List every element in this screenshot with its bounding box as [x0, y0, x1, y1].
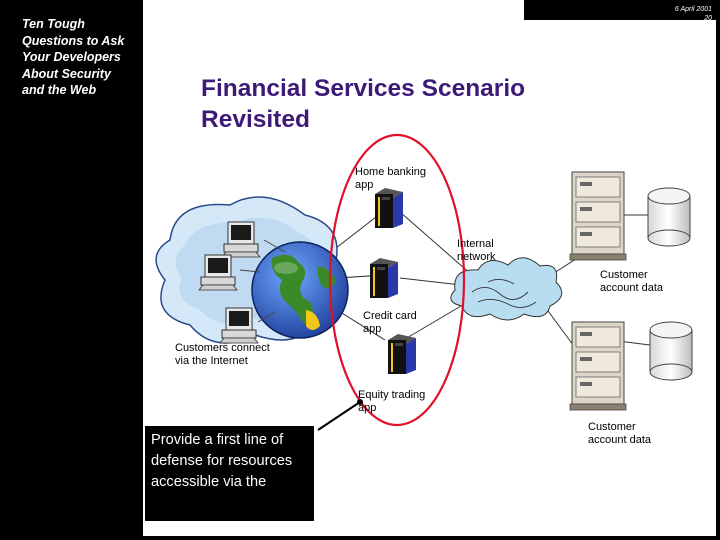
home-banking-label: Home banking app [355, 166, 426, 191]
computer-icon [219, 307, 259, 344]
database-icon [647, 187, 691, 247]
computer-icon [221, 221, 261, 258]
slide-date: 6 April 2001 20 [674, 6, 712, 22]
internal-network-cloud [450, 257, 563, 321]
callout-pointer [317, 401, 361, 431]
customer-account-data-label-1: Customer account data [600, 269, 663, 294]
equity-trading-label: Equity trading app [358, 389, 426, 414]
customers-connect-label: Customers connect via the Internet [175, 342, 270, 367]
sidebar-title: Ten Tough Questions to Ask Your Develope… [22, 17, 125, 97]
credit-card-server-icon [370, 258, 398, 298]
equity-trading-server-icon [388, 334, 416, 374]
highlight-ellipse [328, 133, 466, 427]
sidebar: Ten Tough Questions to Ask Your Develope… [0, 0, 143, 540]
globe-icon [251, 241, 349, 339]
slide-title: Financial Services Scenario Revisited [201, 75, 526, 133]
server-rack-icon [569, 171, 627, 261]
callout-box: Provide a first line of defense for reso… [145, 426, 314, 521]
date-bar: 6 April 2001 20 [524, 0, 720, 22]
database-icon [649, 321, 693, 381]
credit-card-label: Credit card app [363, 310, 417, 335]
internal-network-label: Internal network [457, 238, 496, 263]
home-banking-server-icon [375, 188, 403, 228]
callout-text: Provide a first line of defense for reso… [151, 432, 293, 490]
bottom-border [0, 536, 720, 540]
server-rack-icon [569, 321, 627, 411]
computer-icon [198, 254, 238, 291]
customer-account-data-label-2: Customer account data [588, 421, 651, 446]
right-border [716, 0, 720, 540]
